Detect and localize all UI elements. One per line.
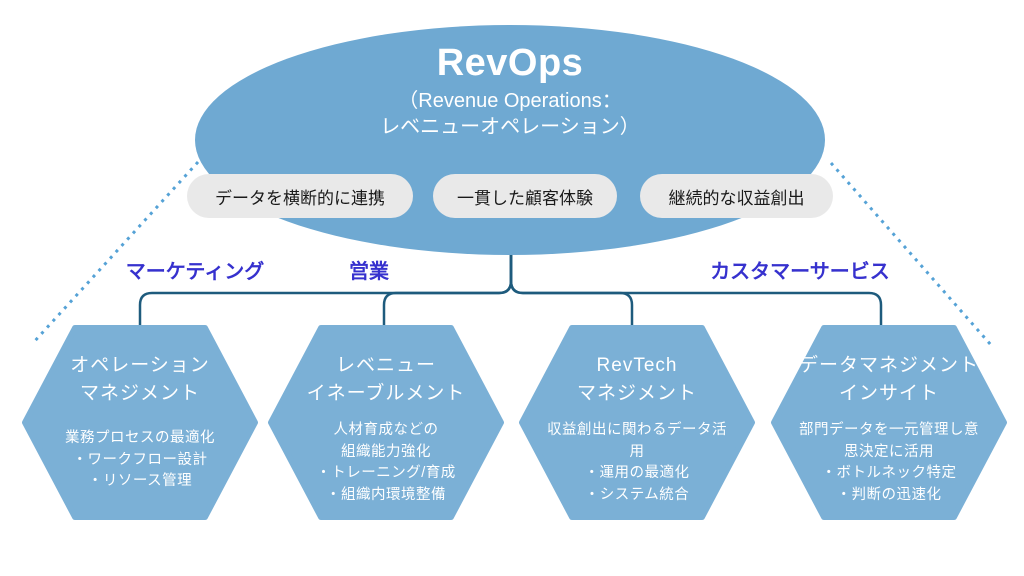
hexagon-data-management-insight (771, 325, 1007, 520)
category-label-customer-service: カスタマーサービス (710, 261, 890, 283)
pill-label: データを横断的に連携 (215, 188, 385, 208)
hexagon-body: 人材育成などの 組織能力強化 ・トレーニング/育成 ・組織内環境整備 (316, 422, 456, 503)
hexagon-revenue-enablement (268, 325, 504, 520)
hexagon-revtech-management (519, 325, 755, 520)
pill-cross-data-linkage: データを横断的に連携 (187, 174, 413, 218)
hexagon-body: 業務プロセスの最適化 ・ワークフロー設計 ・リソース管理 (65, 430, 215, 489)
hexagon-body: 部門データを一元管理し意 思決定に活用 ・ボトルネック特定 ・判断の迅速化 (799, 422, 979, 503)
hexagon-text-data-management-insight: データマネジメント インサイト 部門データを一元管理し意 思決定に活用 ・ボトル… (758, 352, 1020, 506)
hexagon-text-revtech-management: RevTech マネジメント 収益創出に関わるデータ活 用 ・運用の最適化 ・シ… (506, 352, 768, 506)
hexagon-text-revenue-enablement: レベニュー イネーブルメント 人材育成などの 組織能力強化 ・トレーニング/育成… (255, 352, 517, 506)
diagram-subtitle: （Revenue Operations： レベニューオペレーション） (380, 90, 640, 138)
hexagon-title: オペレーション マネジメント (70, 355, 210, 404)
ellipse-text-block: RevOps （Revenue Operations： レベニューオペレーション… (260, 40, 760, 140)
category-label-marketing: マーケティング (125, 261, 265, 283)
connector-line-hexagon-3 (509, 250, 634, 328)
hexagon-title: データマネジメント インサイト (798, 355, 979, 404)
dotted-line-left (31, 160, 200, 345)
category-label-sales: 営業 (349, 261, 389, 283)
hexagon-operation-management (22, 325, 258, 520)
connector-line-hexagon-4 (509, 250, 883, 328)
hexagon-text-operation-management: オペレーション マネジメント 業務プロセスの最適化 ・ワークフロー設計 ・リソー… (9, 352, 271, 493)
hexagon-body: 収益創出に関わるデータ活 用 ・運用の最適化 ・システム統合 (547, 422, 727, 503)
hexagon-title: RevTech マネジメント (576, 355, 697, 404)
pill-label: 一貫した顧客体験 (457, 188, 593, 208)
diagram-title: RevOps (436, 42, 584, 84)
pill-label: 継続的な収益創出 (668, 188, 805, 208)
dotted-line-right (829, 162, 993, 346)
hexagon-title: レベニュー イネーブルメント (306, 355, 466, 404)
pill-continuous-revenue-creation: 継続的な収益創出 (640, 174, 833, 218)
pill-consistent-customer-experience: 一貫した顧客体験 (433, 174, 617, 218)
